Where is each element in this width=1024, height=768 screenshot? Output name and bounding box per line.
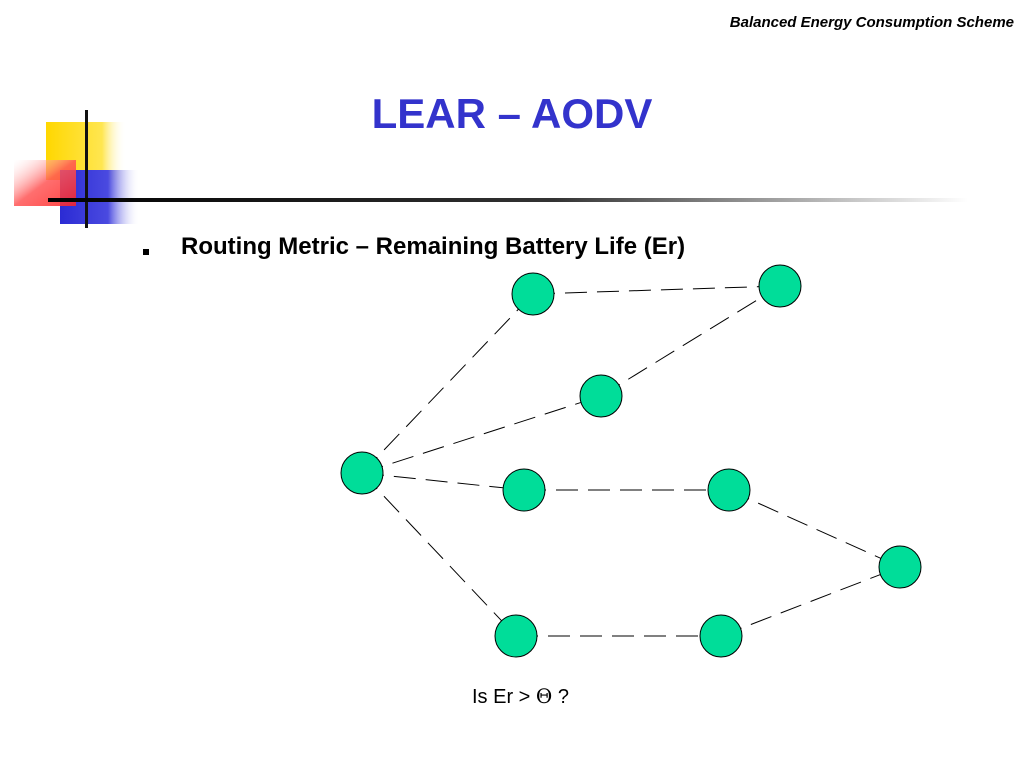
link-mid-upper-top-right [600,285,781,397]
deco-horizontal-line [48,198,968,202]
link-bottom-right-far-right [720,566,901,637]
bullet-text: Routing Metric – Remaining Battery Life … [181,233,686,260]
node-center-right [707,468,751,512]
bullet-marker [143,249,149,255]
slide-title: LEAR – AODV [371,90,653,137]
question-prefix: Is Er > [472,686,536,708]
link-source-bottom-left [361,472,517,637]
network-nodes [340,264,922,658]
threshold-question: Is Er > Θ ? [472,684,569,709]
node-mid-upper [579,374,623,418]
question-suffix: ? [552,686,569,708]
link-source-mid-upper [361,395,602,474]
node-bottom-right [699,614,743,658]
link-center-right-far-right [728,489,901,568]
node-source [340,451,384,495]
node-top-right [758,264,802,308]
node-center-left [502,468,546,512]
header-scheme-label: Balanced Energy Consumption Scheme [729,14,1014,31]
corner-decoration [14,110,968,228]
node-bottom-left [494,614,538,658]
link-top-mid-top-right [532,285,781,295]
link-source-center-left [361,472,525,491]
theta-symbol: Θ [535,684,553,708]
deco-vertical-line [85,110,88,228]
link-source-top-mid [361,293,534,474]
node-far-right [878,545,922,589]
network-links [361,285,901,637]
node-top-mid [511,272,555,316]
